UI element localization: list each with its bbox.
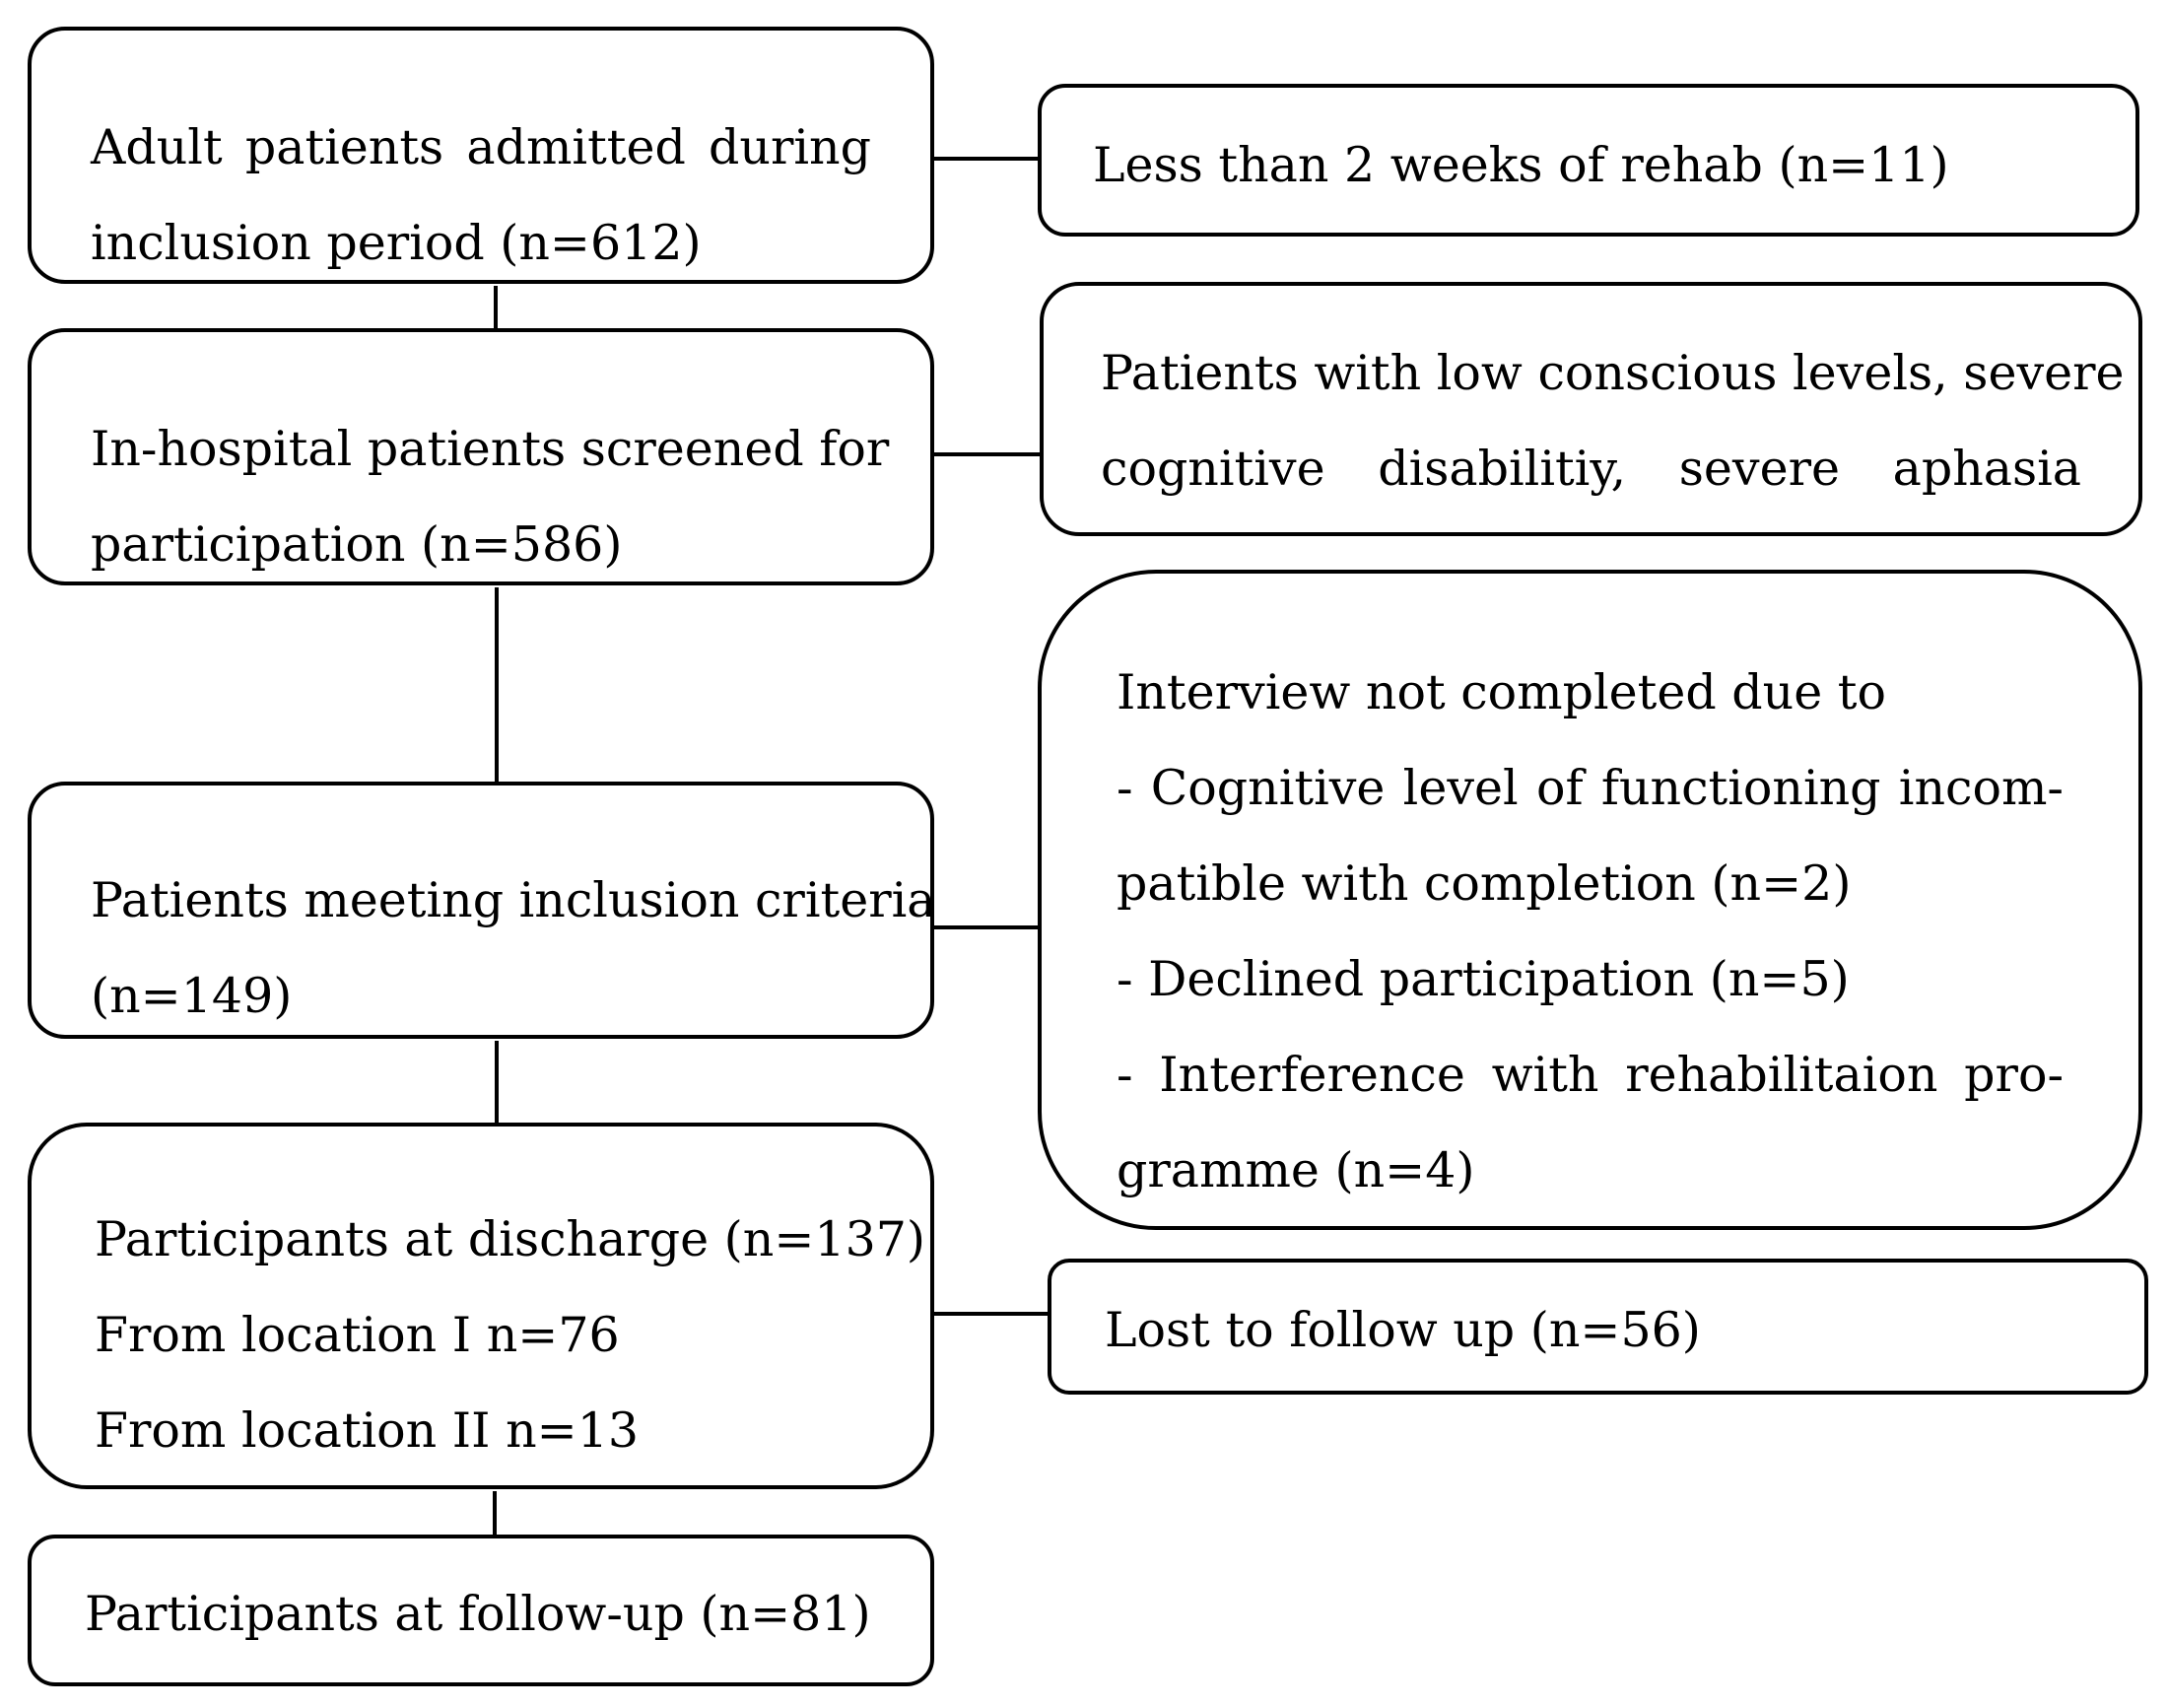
- box-interview-line-4: - Declined participation (n=5): [1117, 951, 1850, 1007]
- box-excluded-short-rehab: Less than 2 weeks of rehab (n=11): [1038, 84, 2139, 237]
- box-admitted-line-2: inclusion period (n=612): [91, 215, 702, 271]
- box-lost-line-1: Lost to follow up (n=56): [1105, 1302, 1701, 1358]
- box-screened-patients: In-hospital patients screened for partic…: [28, 328, 934, 585]
- box-rehab-line-1: Less than 2 weeks of rehab (n=11): [1093, 137, 1949, 193]
- box-participants-followup: Participants at follow-up (n=81): [28, 1535, 934, 1686]
- box-interview-not-completed: Interview not completed due to - Cogniti…: [1038, 570, 2142, 1230]
- box-admitted-line-1: Adult patients admitted during: [91, 119, 871, 175]
- box-discharge-line-2: From location I n=76: [95, 1307, 620, 1363]
- box-interview-line-6: gramme (n=4): [1117, 1142, 1475, 1198]
- box-discharge-line-3: From location II n=13: [95, 1402, 640, 1459]
- box-lost-to-followup: Lost to follow up (n=56): [1048, 1259, 2148, 1395]
- box-interview-line-2: - Cognitive level of functioning incom-: [1117, 760, 2064, 816]
- box-screened-line-2: participation (n=586): [91, 516, 623, 573]
- box-discharge-line-1: Participants at discharge (n=137): [95, 1211, 926, 1267]
- box-interview-line-1: Interview not completed due to: [1117, 664, 1886, 720]
- box-excluded-line-1: Patients with low conscious levels, seve…: [1101, 345, 2125, 401]
- box-interview-line-3: patible with completion (n=2): [1117, 855, 1852, 912]
- box-inclusion-criteria: Patients meeting inclusion criteria (n=1…: [28, 782, 934, 1039]
- box-followup-line-1: Participants at follow-up (n=81): [85, 1586, 871, 1642]
- box-interview-line-5: - Interference with rehabilitaion pro-: [1117, 1047, 2064, 1103]
- box-inclusion-line-1: Patients meeting inclusion criteria: [91, 872, 934, 928]
- box-excluded-low-conscious: Patients with low conscious levels, seve…: [1040, 282, 2142, 536]
- box-screened-line-1: In-hospital patients screened for: [91, 421, 890, 477]
- box-excluded-line-2: cognitive disabilitiy, severe aphasia: [1101, 441, 2081, 497]
- box-inclusion-line-2: (n=149): [91, 968, 293, 1024]
- box-admitted-patients: Adult patients admitted during inclusion…: [28, 27, 934, 284]
- box-participants-discharge: Participants at discharge (n=137) From l…: [28, 1123, 934, 1489]
